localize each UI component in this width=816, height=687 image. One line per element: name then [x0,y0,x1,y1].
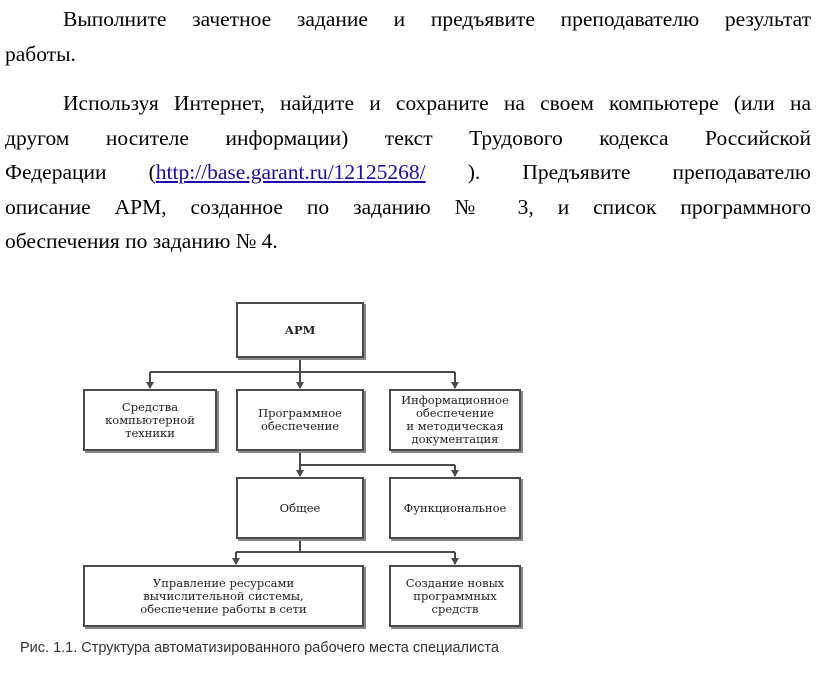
functional-software-box: Функциональное [389,477,521,539]
software-box: Программное обеспечение [236,389,364,451]
figure-caption: Рис. 1.1. Структура автоматизированного … [20,640,499,656]
hardware-box: Средства компьютерной техники [83,389,217,451]
text-line: Используя Интернет, найдите и сохраните … [63,91,811,115]
text-line: описание АРМ, созданное по заданию № 3, … [5,194,811,219]
paragraph-task: Выполните зачетное задание и предъявите … [5,2,811,71]
text-line: работы. [5,41,76,66]
arm-box: АРМ [236,302,364,358]
text-fragment: ). Предъявите преподавателю [425,160,811,184]
text-line: обеспечения по заданию № 4. [5,229,278,253]
text-line: Выполните зачетное задание и предъявите … [63,7,811,31]
text-line: другом носителе информации) текст Трудов… [5,125,811,150]
info-support-box: Информационное обеспечение и методическа… [389,389,521,451]
resource-management-box: Управление ресурсами вычислительной сист… [83,565,364,627]
new-tools-box: Создание новых программных средств [389,565,521,627]
general-software-box: Общее [236,477,364,539]
paragraph-instructions: Используя Интернет, найдите и сохраните … [5,86,811,259]
text-fragment: Федерации ( [5,160,156,184]
garant-link[interactable]: http://base.garant.ru/12125268/ [155,160,426,184]
text-line-with-link: Федерации (http://base.garant.ru/1212526… [5,155,811,190]
